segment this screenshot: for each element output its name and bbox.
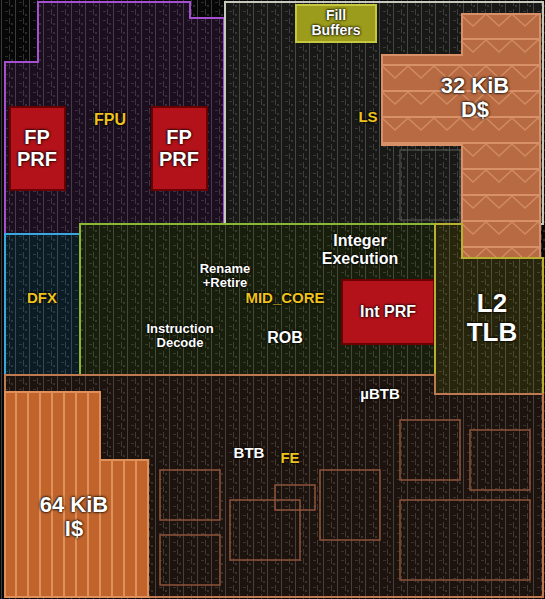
data-cache: 32 KiB D$ xyxy=(382,14,540,258)
tlb-region: L2 TLB xyxy=(435,224,545,395)
dfx-region-shape xyxy=(5,234,80,375)
register-file: FP PRF xyxy=(10,107,65,190)
register-file: Int PRF xyxy=(342,280,434,344)
block-label: Integer Execution xyxy=(299,232,421,267)
register-file-shape xyxy=(342,280,434,344)
data-cache-outline xyxy=(382,14,540,258)
fpu-region: FPU FP PRF FP PRF xyxy=(5,2,225,235)
register-file: FP PRF xyxy=(152,107,207,190)
block-label: Fill Buffers xyxy=(300,8,372,39)
block-label: FP PRF xyxy=(154,126,204,170)
fe-region-shape xyxy=(5,375,543,597)
block-label: Rename +Retire xyxy=(184,262,266,291)
block-label: DFX xyxy=(27,290,57,307)
fill-buffers-shape xyxy=(296,5,376,42)
register-file-shape xyxy=(152,107,207,190)
instruction-cache-shape xyxy=(5,392,148,597)
block-label: 64 KiB I$ xyxy=(29,493,119,541)
register-file-shape xyxy=(10,107,65,190)
instruction-cache: 64 KiB I$ xyxy=(5,392,148,597)
block-label: FPU xyxy=(94,111,126,129)
block-label: FP PRF xyxy=(12,126,62,170)
block-label: Int PRF xyxy=(357,303,419,321)
block-label: BTB xyxy=(234,445,265,462)
data-cache-shape xyxy=(382,14,540,258)
fpu-region-shape xyxy=(5,2,224,234)
dfx-region: DFX xyxy=(5,234,80,375)
block-label: MID_CORE xyxy=(245,290,324,307)
tlb-region-shape xyxy=(435,224,543,394)
block-label: ROB xyxy=(267,329,303,347)
block-label: LS xyxy=(358,109,377,126)
block-label: L2 TLB xyxy=(454,289,530,346)
fe-region: µBTB BTB FE 64 KiB I$ xyxy=(5,375,545,599)
mid-core-region: Integer ExecutionRename +RetireMID_CORE I… xyxy=(80,224,435,375)
fill-buffers: Fill Buffers xyxy=(296,5,376,42)
ls-region: LS Fill Buffers 32 KiB D$ xyxy=(225,2,543,224)
block-label: FE xyxy=(280,450,299,467)
mid-core-region-shape xyxy=(80,224,435,375)
block-label: µBTB xyxy=(360,386,399,403)
block-label: Instruction Decode xyxy=(134,322,226,351)
block-label: 32 KiB D$ xyxy=(430,74,520,122)
